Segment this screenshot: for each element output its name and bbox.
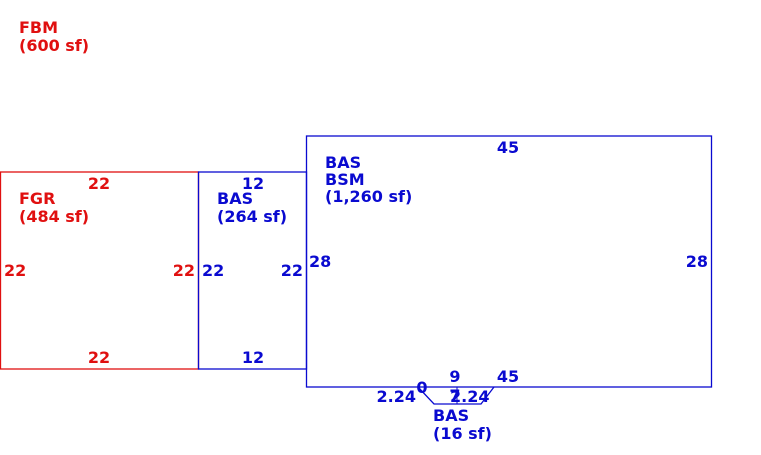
bas-small-dim-left: 22: [202, 261, 224, 280]
fgr-dim-left: 22: [4, 261, 26, 280]
bas-bay-dim-side-a: 0: [416, 378, 427, 397]
fgr-area: (484 sf): [19, 207, 89, 226]
bas-main-dim-right: 28: [686, 252, 708, 271]
fbm-code: FBM: [19, 18, 58, 37]
bas-bay-dim-top: 9: [449, 367, 460, 386]
fgr-dim-right: 22: [173, 261, 195, 280]
bas-main-code2: BSM: [325, 170, 365, 189]
bas-main-area: (1,260 sf): [325, 187, 412, 206]
bas-main-code: BAS: [325, 153, 361, 172]
fgr-dim-top: 22: [88, 174, 110, 193]
bas-small-code: BAS: [217, 189, 253, 208]
bas-small-dim-bottom: 12: [242, 348, 264, 367]
bas-main-dim-left: 28: [309, 252, 331, 271]
bas-main-dim-bottom: 45: [497, 367, 519, 386]
bas-small-dim-top: 12: [242, 174, 264, 193]
bas-bay-area: (16 sf): [433, 424, 492, 443]
fbm-area: (600 sf): [19, 36, 89, 55]
bas-main-outline: [305, 135, 713, 388]
bas-bay-dim-left-slant: 2.24: [377, 387, 416, 406]
fgr-dim-bottom: 22: [88, 348, 110, 367]
fgr-code: FGR: [19, 189, 55, 208]
bas-small-area: (264 sf): [217, 207, 287, 226]
bas-small-dim-right: 22: [281, 261, 303, 280]
bas-bay-dim-right-slant: 2.24: [450, 387, 489, 406]
bas-main-dim-top: 45: [497, 138, 519, 157]
bas-bay-dim-side-b: 7: [449, 386, 460, 405]
bas-bay-code: BAS: [433, 406, 469, 425]
